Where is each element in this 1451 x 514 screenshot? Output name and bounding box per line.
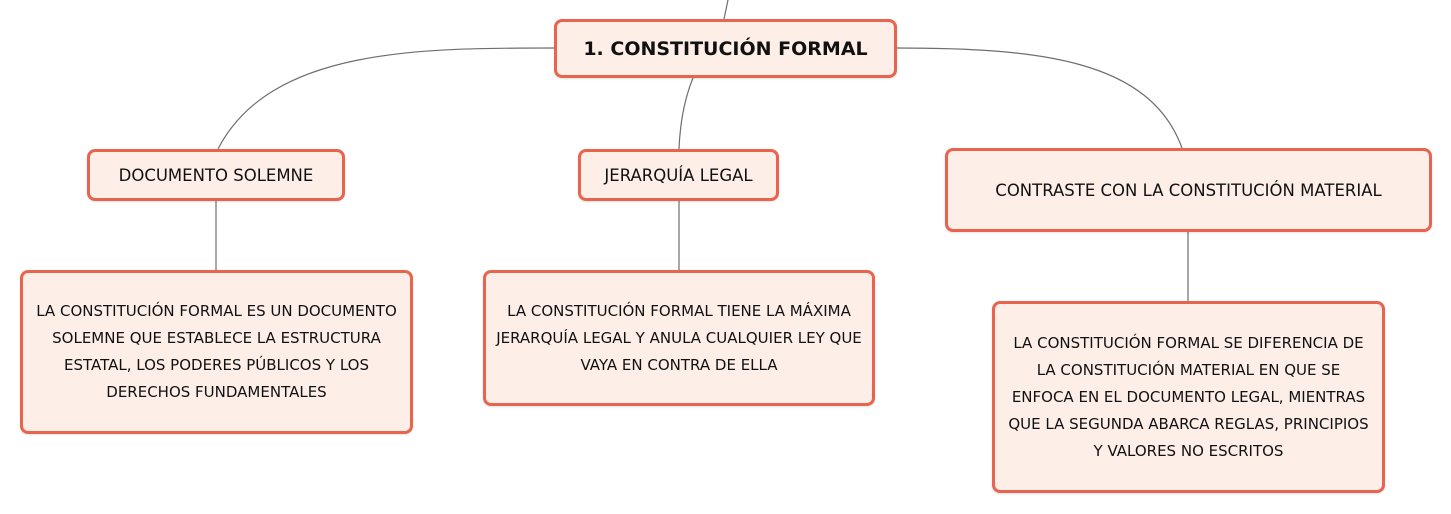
connector-root-to-jerarquia — [678, 77, 694, 150]
detail-node-jerarquia-legal[interactable]: LA CONSTITUCIÓN FORMAL TIENE LA MÁXIMA J… — [483, 270, 875, 406]
connector-to-parent — [723, 0, 729, 20]
topic-label-documento-solemne: DOCUMENTO SOLEMNE — [118, 165, 314, 185]
connector-root-to-contraste — [896, 47, 1183, 149]
topic-node-contraste[interactable]: CONTRASTE CON LA CONSTITUCIÓN MATERIAL — [945, 148, 1432, 232]
root-node[interactable]: 1. CONSTITUCIÓN FORMAL — [554, 19, 897, 78]
topic-node-documento-solemne[interactable]: DOCUMENTO SOLEMNE — [87, 149, 345, 201]
detail-node-contraste[interactable]: LA CONSTITUCIÓN FORMAL SE DIFERENCIA DE … — [992, 301, 1385, 493]
topic-node-jerarquia-legal[interactable]: JERARQUÍA LEGAL — [578, 149, 779, 201]
topic-label-jerarquia-legal: JERARQUÍA LEGAL — [604, 165, 753, 185]
connector-root-to-documento — [217, 47, 555, 150]
detail-node-documento-solemne[interactable]: LA CONSTITUCIÓN FORMAL ES UN DOCUMENTO S… — [20, 270, 413, 434]
detail-text-jerarquia-legal: LA CONSTITUCIÓN FORMAL TIENE LA MÁXIMA J… — [496, 301, 862, 374]
root-node-label: 1. CONSTITUCIÓN FORMAL — [583, 37, 868, 60]
detail-text-contraste: LA CONSTITUCIÓN FORMAL SE DIFERENCIA DE … — [1008, 333, 1369, 460]
detail-text-documento-solemne: LA CONSTITUCIÓN FORMAL ES UN DOCUMENTO S… — [36, 302, 397, 401]
topic-label-contraste: CONTRASTE CON LA CONSTITUCIÓN MATERIAL — [995, 180, 1382, 200]
